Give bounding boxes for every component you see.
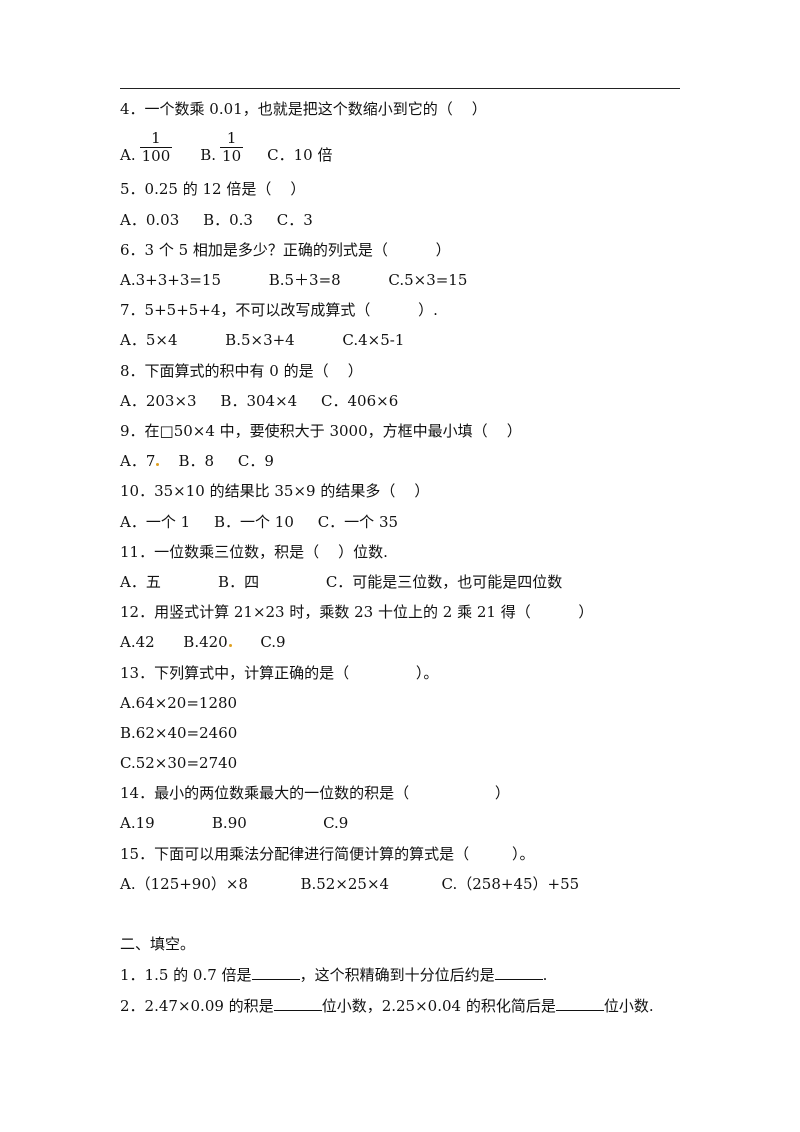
option-b-label: B.	[200, 146, 217, 164]
fraction-numerator: 1	[226, 129, 237, 147]
options-ab: A.42 B.420	[120, 633, 228, 651]
fill-q1-text-1: 1．1.5 的 0.7 倍是	[120, 966, 252, 984]
fraction-denominator: 10	[220, 147, 244, 165]
question-4-stem: 4．一个数乘 0.01，也就是把这个数缩小到它的（ ）	[120, 100, 487, 118]
question-10-options: A．一个 1 B．一个 10 C．一个 35	[120, 513, 399, 531]
fill-q2-text-1: 2．2.47×0.09 的积是	[120, 997, 274, 1015]
question-7-stem: 7．5+5+5+4，不可以改写成算式（ ）.	[120, 301, 438, 319]
options-bc: B．8 C．9	[159, 452, 274, 470]
question-14-options: A.19 B.90 C.9	[120, 814, 349, 832]
fraction-denominator: 100	[139, 147, 173, 165]
question-13-option-b: B.62×40=2460	[120, 724, 238, 742]
question-13-stem: 13．下列算式中，计算正确的是（ ）。	[120, 664, 439, 682]
answer-blank[interactable]	[555, 996, 604, 1011]
question-5-stem: 5．0.25 的 12 倍是（ ）	[120, 180, 306, 198]
answer-blank[interactable]	[494, 965, 543, 980]
question-10-stem: 10．35×10 的结果比 35×9 的结果多（ ）	[120, 482, 430, 500]
section-2-title: 二、填空。	[120, 935, 196, 953]
fill-q2-text-3: 位小数.	[603, 997, 654, 1015]
option-c: C．10 倍	[267, 146, 333, 164]
question-12-options: A.42 B.420 C.9	[120, 632, 286, 652]
fraction-numerator: 1	[151, 129, 161, 147]
fill-q1-text-3: .	[542, 966, 548, 984]
question-4-options: A. 1 100 B. 1 10 C．10 倍	[120, 130, 332, 165]
question-12-stem: 12．用竖式计算 21×23 时，乘数 23 十位上的 2 乘 21 得（ ）	[120, 603, 594, 621]
fill-q2-text-2: 位小数，2.25×0.04 的积化简后是	[321, 997, 556, 1015]
option-c: C.9	[231, 633, 286, 651]
question-5-options: A．0.03 B．0.3 C．3	[120, 211, 313, 229]
fill-question-2: 2．2.47×0.09 的积是 位小数，2.25×0.04 的积化简后是 位小数.	[120, 996, 654, 1016]
header-rule	[120, 88, 680, 89]
answer-blank[interactable]	[251, 965, 300, 980]
option-a: A．7	[120, 452, 156, 470]
question-8-options: A．203×3 B．304×4 C．406×6	[120, 392, 399, 410]
question-8-stem: 8．下面算式的积中有 0 的是（ ）	[120, 362, 363, 380]
question-9-stem: 9．在□50×4 中，要使积大于 3000，方框中最小填（ ）	[120, 422, 522, 440]
question-13-option-c: C.52×30=2740	[120, 754, 238, 772]
question-6-stem: 6．3 个 5 相加是多少？正确的列式是（ ）	[120, 241, 451, 259]
question-7-options: A．5×4 B.5×3+4 C.4×5-1	[120, 331, 405, 349]
orange-dot	[228, 644, 232, 647]
question-15-options: A.（125+90）×8 B.52×25×4 C.（258+45）+55	[120, 875, 580, 893]
fraction-one-tenth: 1 10	[220, 129, 244, 165]
question-11-options: A．五 B．四 C．可能是三位数，也可能是四位数	[120, 573, 563, 591]
fill-question-1: 1．1.5 的 0.7 倍是 ，这个积精确到十分位后约是.	[120, 965, 547, 985]
fill-q1-text-2: ，这个积精确到十分位后约是	[299, 966, 495, 984]
orange-dot	[156, 463, 160, 466]
option-a-label: A.	[120, 146, 136, 164]
question-6-options: A.3+3+3=15 B.5＋3=8 C.5×3=15	[120, 271, 468, 289]
question-11-stem: 11．一位数乘三位数，积是（ ）位数.	[120, 543, 388, 561]
question-14-stem: 14．最小的两位数乘最大的一位数的积是（ ）	[120, 784, 510, 802]
question-9-options: A．7 B．8 C．9	[120, 451, 274, 471]
fraction-one-hundredth: 1 100	[139, 129, 173, 165]
answer-blank[interactable]	[273, 996, 322, 1011]
question-15-stem: 15．下面可以用乘法分配律进行简便计算的算式是（ ）。	[120, 845, 535, 863]
question-13-option-a: A.64×20=1280	[120, 694, 238, 712]
